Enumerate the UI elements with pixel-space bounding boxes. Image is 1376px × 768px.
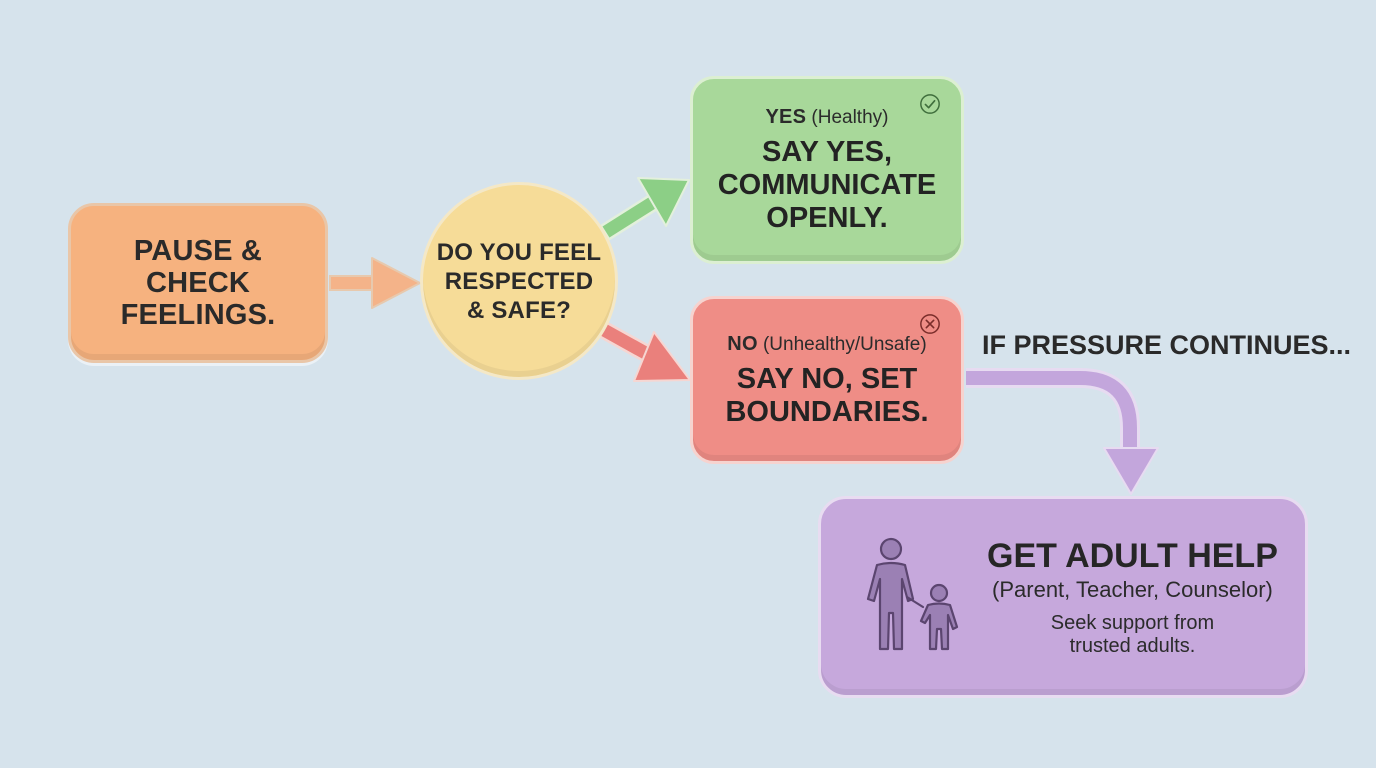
- arrow-decision-to-yes: [597, 177, 690, 241]
- decision-line: DO YOU FEEL: [436, 238, 602, 266]
- help-description: Seek support from trusted adults.: [1051, 612, 1214, 658]
- no-action-line: BOUNDARIES.: [725, 395, 929, 428]
- yes-action-line: SAY YES,: [761, 136, 893, 168]
- help-node-get-adult-help: GET ADULT HELP (Parent, Teacher, Counsel…: [818, 496, 1308, 698]
- yes-branch-node: YES (Healthy) SAY YES, COMMUNICATE OPENL…: [690, 76, 964, 264]
- decision-node-respected-safe: DO YOU FEEL RESPECTED & SAFE?: [420, 182, 618, 380]
- no-label-bold: NO: [727, 332, 758, 355]
- x-circle-icon: [920, 314, 940, 334]
- start-line: PAUSE &: [133, 235, 263, 267]
- help-title: GET ADULT HELP: [987, 537, 1278, 575]
- help-desc-line: Seek support from: [1050, 612, 1215, 634]
- start-line: FEELINGS.: [120, 299, 276, 331]
- help-desc-line: trusted adults.: [1069, 635, 1196, 657]
- start-line: CHECK: [145, 267, 251, 299]
- no-branch-node: NO (Unhealthy/Unsafe) SAY NO, SET BOUNDA…: [690, 296, 964, 464]
- no-label-rest: (Unhealthy/Unsafe): [762, 333, 927, 355]
- help-subtitle: (Parent, Teacher, Counselor): [992, 577, 1273, 602]
- no-action-line: SAY NO, SET: [736, 362, 918, 395]
- arrow-decision-to-no: [595, 321, 691, 382]
- yes-action-line: OPENLY.: [766, 202, 888, 234]
- decision-line: RESPECTED: [444, 267, 594, 295]
- arrow-start-to-decision: [329, 257, 421, 309]
- yes-label-bold: YES: [765, 106, 807, 128]
- arrow-no-to-help: [966, 368, 1159, 495]
- adult-and-child-icon: [866, 537, 959, 651]
- check-circle-icon: [920, 94, 940, 114]
- decision-line: & SAFE?: [466, 296, 572, 324]
- no-branch-label: NO (Unhealthy/Unsafe): [727, 332, 926, 357]
- start-node-pause-check-feelings: PAUSE & CHECK FEELINGS.: [68, 203, 328, 363]
- help-text-block: GET ADULT HELP (Parent, Teacher, Counsel…: [987, 536, 1278, 658]
- yes-action-line: COMMUNICATE: [717, 169, 937, 201]
- yes-branch-label: YES (Healthy): [766, 105, 889, 130]
- yes-label-rest: (Healthy): [811, 107, 889, 128]
- escalation-label: IF PRESSURE CONTINUES...: [982, 330, 1352, 360]
